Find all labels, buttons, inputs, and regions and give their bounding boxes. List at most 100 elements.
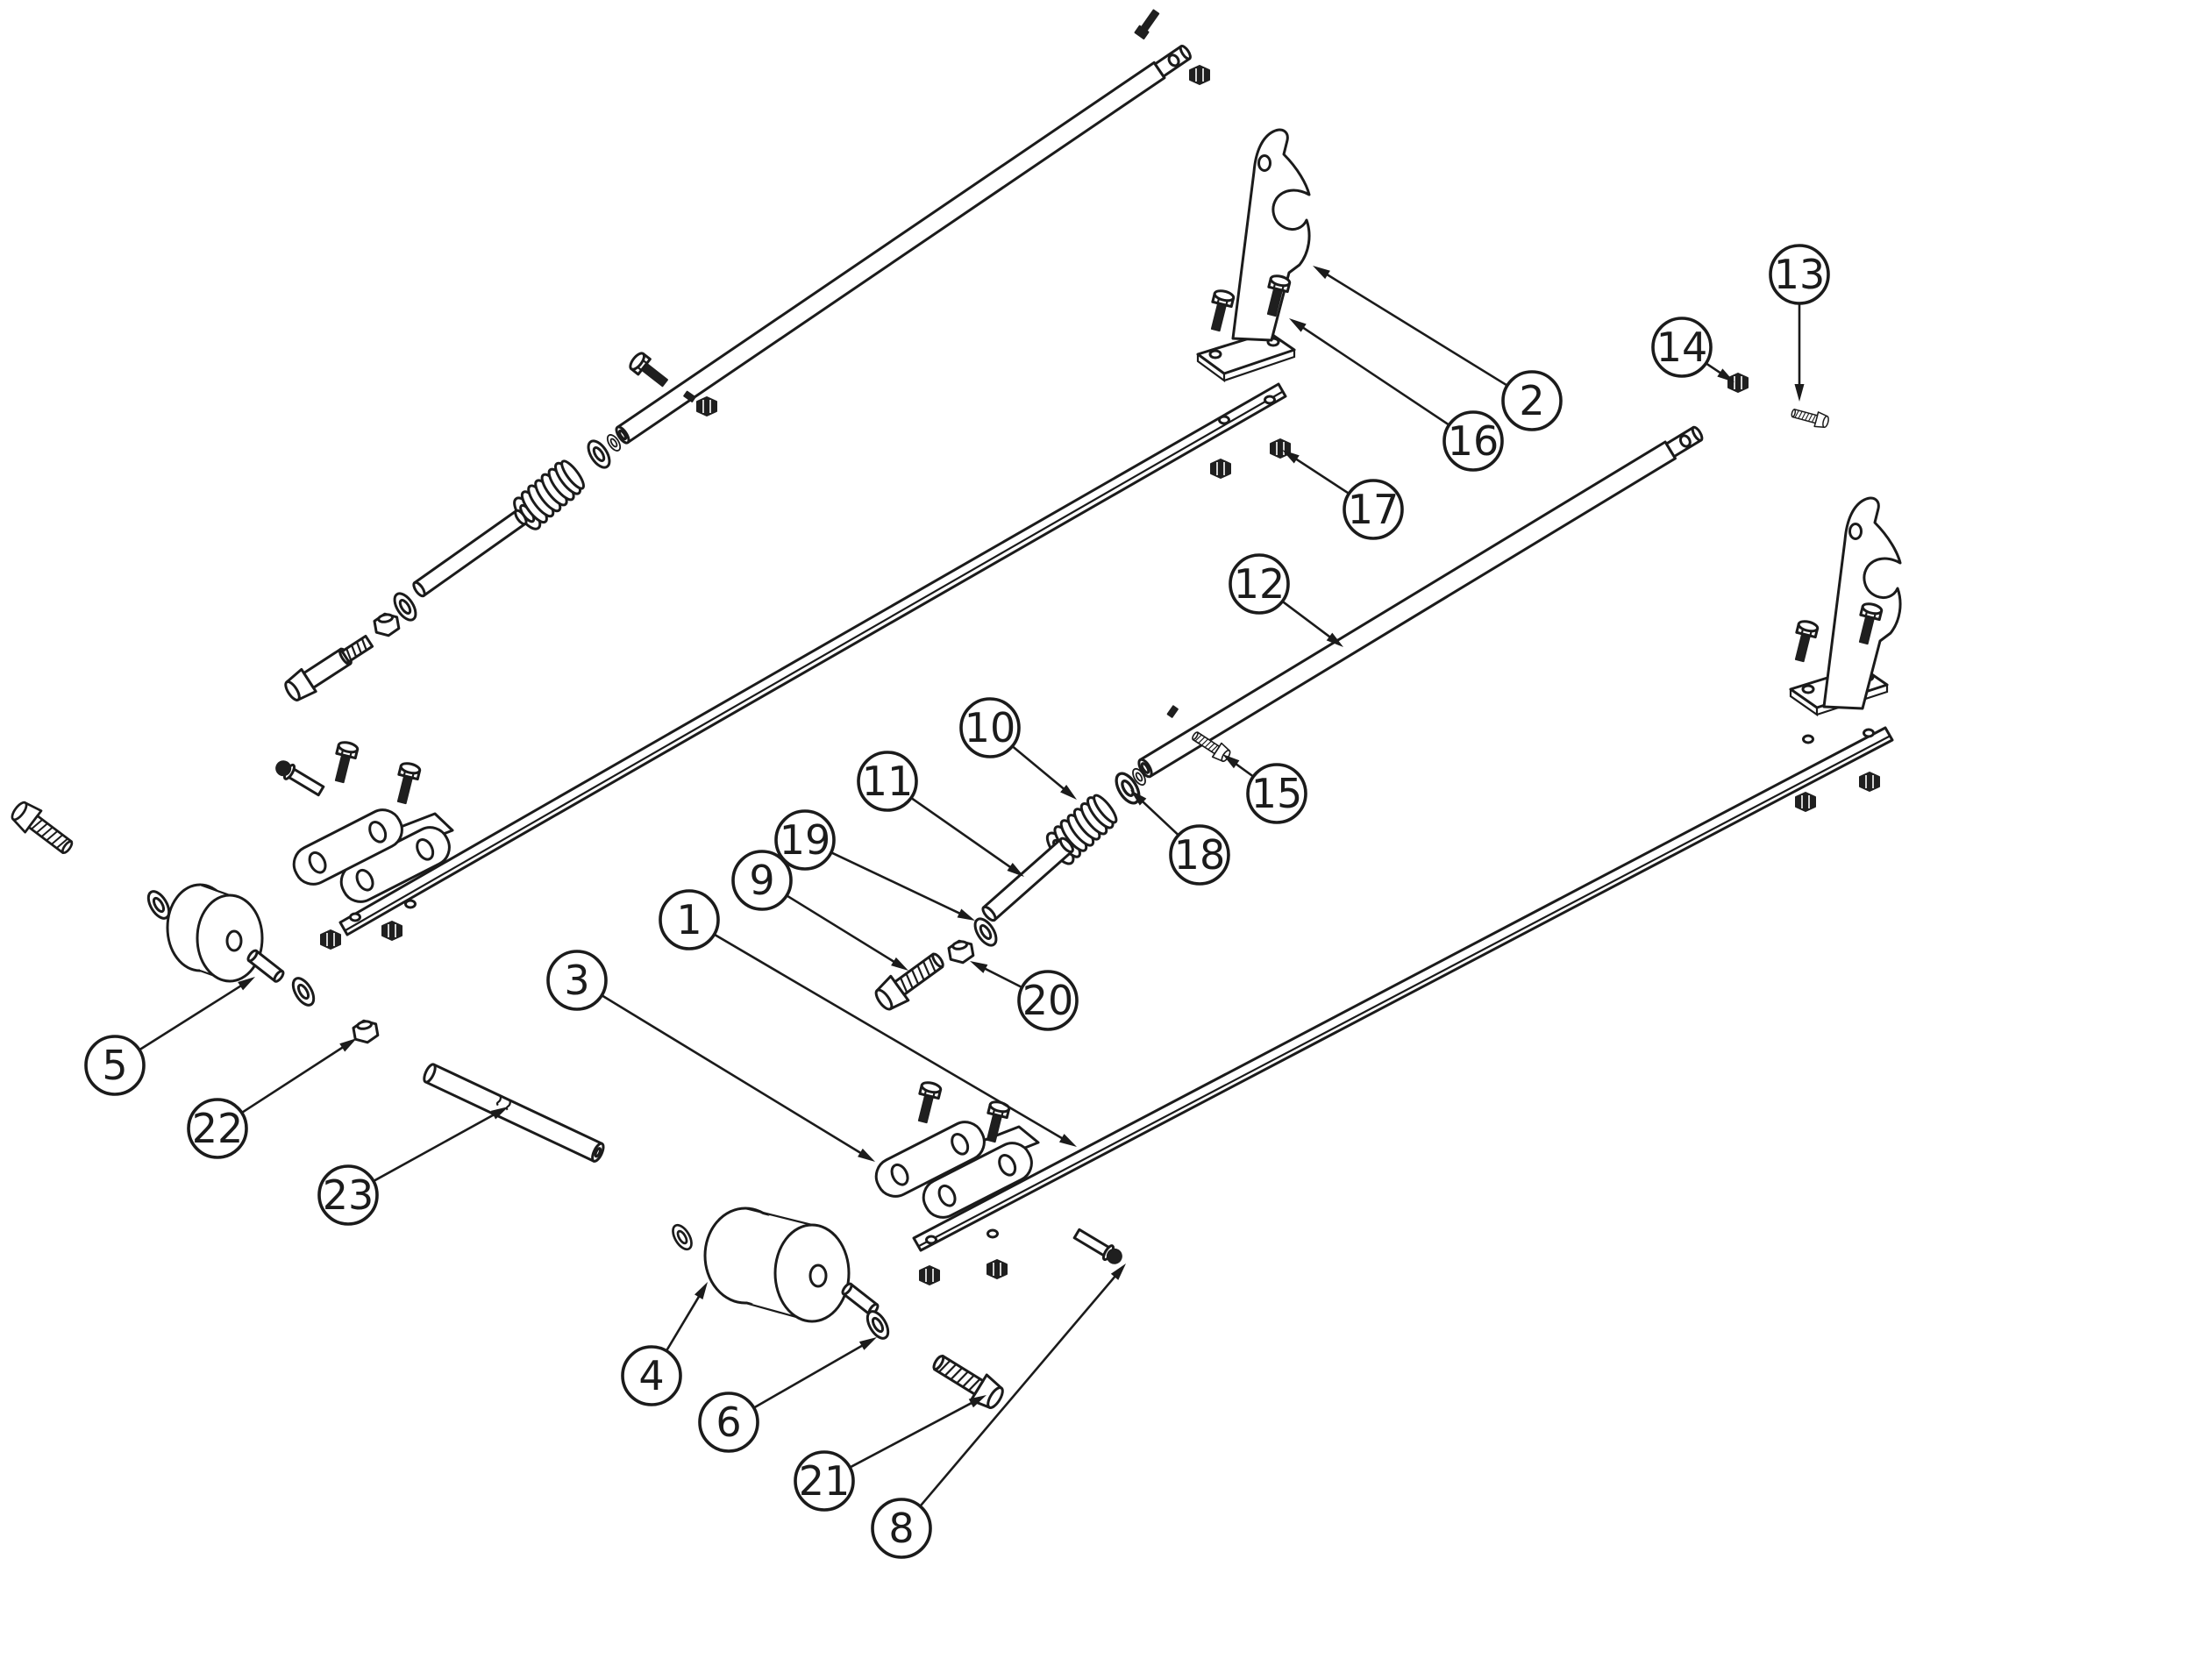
balloon-18: 18	[1130, 790, 1230, 886]
frame-rail-lower	[912, 726, 1894, 1252]
hex-nut-20	[946, 937, 976, 966]
balloon-2: 2	[1313, 266, 1563, 431]
balloon-label: 18	[1174, 831, 1226, 879]
washer	[667, 1221, 697, 1254]
balloon-circle	[1769, 244, 1830, 305]
balloon-circle	[1169, 824, 1230, 886]
pivot-bracket-left	[286, 801, 458, 910]
locknut	[1210, 459, 1231, 479]
balloon-circle	[187, 1098, 248, 1159]
balloon-13: 13	[1769, 244, 1830, 402]
balloon-21: 21	[794, 1395, 987, 1512]
cap-bolt	[1789, 618, 1820, 665]
balloon-10: 10	[959, 697, 1077, 800]
balloon-circle	[1246, 763, 1307, 824]
balloon-label: 6	[716, 1399, 741, 1446]
leader-arrowhead	[1794, 384, 1805, 402]
balloon-circle	[1651, 317, 1713, 378]
sleeve-bolt-upper-left	[284, 634, 374, 701]
balloon-label: 22	[192, 1105, 244, 1152]
roller-center	[703, 1207, 851, 1323]
clevis-pin-right	[1071, 1225, 1126, 1269]
balloon-label: 23	[323, 1171, 374, 1219]
leader-line	[139, 979, 252, 1051]
leader-arrowhead	[238, 977, 255, 991]
leader-line	[1011, 745, 1074, 798]
balloon-circle	[731, 850, 793, 911]
leader-line	[601, 994, 872, 1160]
balloon-4: 4	[621, 1282, 708, 1406]
locknut	[1795, 792, 1816, 812]
balloon-label: 10	[965, 704, 1016, 751]
balloon-circle	[546, 950, 608, 1011]
pivot-tube-upper-left	[615, 45, 1192, 445]
locknut	[987, 1259, 1008, 1279]
washer	[143, 886, 175, 923]
leader-line	[240, 1040, 353, 1114]
leader-arrowhead	[1007, 863, 1024, 877]
leader-arrowhead	[1130, 790, 1147, 806]
leader-arrowhead	[1326, 632, 1343, 647]
leader-arrowhead	[968, 1395, 987, 1408]
leader-arrowhead	[858, 1148, 875, 1162]
balloon-circle	[794, 1450, 855, 1512]
balloon-9: 9	[731, 850, 908, 971]
balloon-circle	[659, 889, 720, 950]
cap-bolt	[626, 349, 673, 392]
leader-arrowhead	[1717, 368, 1734, 382]
balloon-circle	[1442, 410, 1504, 472]
locknut	[1859, 772, 1880, 792]
leader-arrowhead	[970, 961, 988, 973]
leader-arrowhead	[339, 1038, 357, 1052]
balloon-14: 14	[1651, 317, 1734, 382]
leader-line	[1286, 452, 1350, 495]
balloon-label: 5	[102, 1042, 127, 1089]
balloon-label: 11	[862, 758, 914, 805]
balloon-5: 5	[84, 977, 255, 1096]
balloon-circle	[1229, 553, 1290, 615]
leader-line	[373, 1107, 505, 1183]
leader-line	[713, 933, 1073, 1146]
hex-nut	[372, 610, 402, 639]
balloon-circle	[1501, 370, 1563, 431]
frame-rail-upper	[338, 382, 1287, 936]
balloon-label: 1	[676, 896, 702, 943]
cap-bolt	[1205, 288, 1236, 334]
balloon-11: 11	[857, 751, 1024, 877]
screw-13	[1789, 404, 1831, 431]
leader-line	[910, 796, 1021, 875]
leader-line	[830, 851, 972, 920]
hex-nut-22	[351, 1017, 381, 1046]
balloon-label: 17	[1348, 486, 1400, 533]
balloon-15: 15	[1222, 754, 1307, 824]
balloon-3: 3	[546, 950, 875, 1162]
washer	[288, 973, 319, 1010]
balloon-label: 14	[1656, 324, 1708, 371]
balloon-23: 23	[317, 1107, 509, 1226]
balloon-label: 8	[888, 1505, 914, 1552]
pivot-tube-right	[1137, 425, 1704, 779]
balloon-label: 9	[749, 857, 774, 904]
leader-arrowhead	[957, 908, 975, 921]
leader-line	[665, 1285, 707, 1352]
balloon-circle	[1343, 479, 1404, 540]
roll-pin	[1166, 705, 1179, 718]
balloon-16: 16	[1289, 318, 1504, 472]
locknut	[1189, 65, 1210, 85]
balloon-19: 19	[774, 809, 975, 921]
leader-line	[752, 1338, 873, 1409]
balloon-1: 1	[659, 889, 1077, 1147]
hex-bolt-9	[870, 945, 951, 1016]
spacer-rod-upper-left	[412, 509, 528, 598]
leader-arrowhead	[1222, 754, 1240, 769]
clevis-pin-left	[272, 756, 327, 800]
balloon-circle	[317, 1164, 379, 1226]
set-bolt	[1134, 8, 1162, 39]
spacer-rod-11	[981, 836, 1074, 922]
balloon-circle	[698, 1392, 759, 1453]
locknut	[320, 929, 341, 950]
balloon-22: 22	[187, 1038, 357, 1159]
claw-bracket-right	[1822, 496, 1902, 710]
balloon-circle	[959, 697, 1021, 758]
